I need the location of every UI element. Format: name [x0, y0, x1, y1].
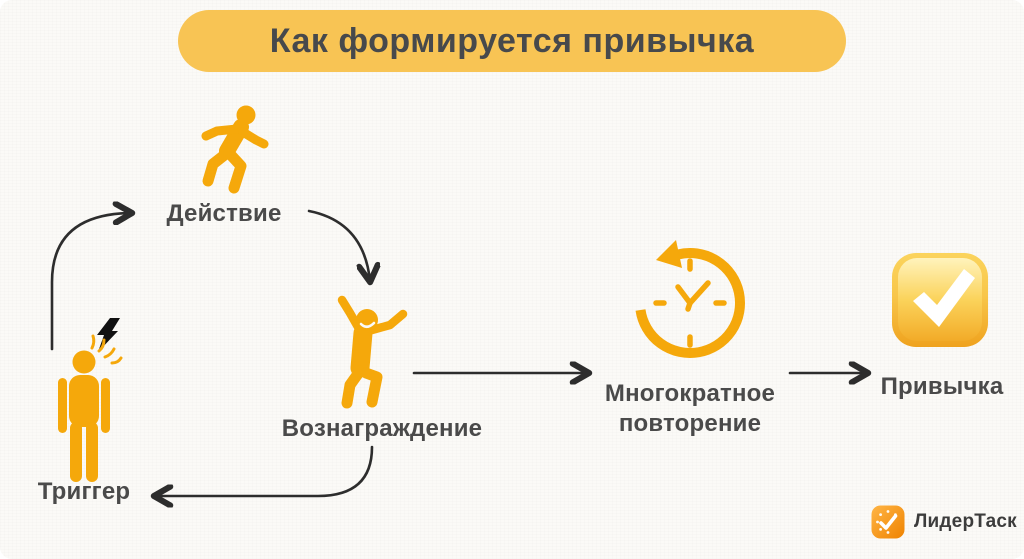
repetition-label: Многократное повторение — [604, 380, 776, 437]
leadertask-logo-text: ЛидерТаск — [914, 511, 1017, 532]
smile-glyph — [359, 321, 376, 329]
habit-label: Привычка — [880, 373, 1004, 400]
action-label: Действие — [166, 200, 282, 227]
arrow-action-to-reward — [307, 209, 370, 281]
page-title: Как формируется привычка — [269, 21, 755, 60]
leadertask-check-clock-icon — [871, 505, 905, 539]
stress-sparks — [90, 334, 123, 365]
clock-repeat-icon — [635, 240, 745, 358]
person-stressed-lightning-icon — [58, 318, 123, 482]
person-running-icon — [201, 105, 269, 194]
arrow-reward-to-trigger-loop — [155, 445, 374, 496]
title-banner: Как формируется привычка — [178, 10, 846, 72]
checkmark-glyph — [913, 269, 975, 327]
person-jumping-icon — [337, 295, 408, 409]
trigger-label: Триггер — [37, 478, 131, 505]
reward-label: Вознаграждение — [281, 415, 483, 442]
leadertask-logo: ЛидерТаск — [871, 505, 1017, 539]
checkmark-badge-icon — [892, 253, 988, 347]
lightning-bolt-glyph — [97, 318, 120, 352]
